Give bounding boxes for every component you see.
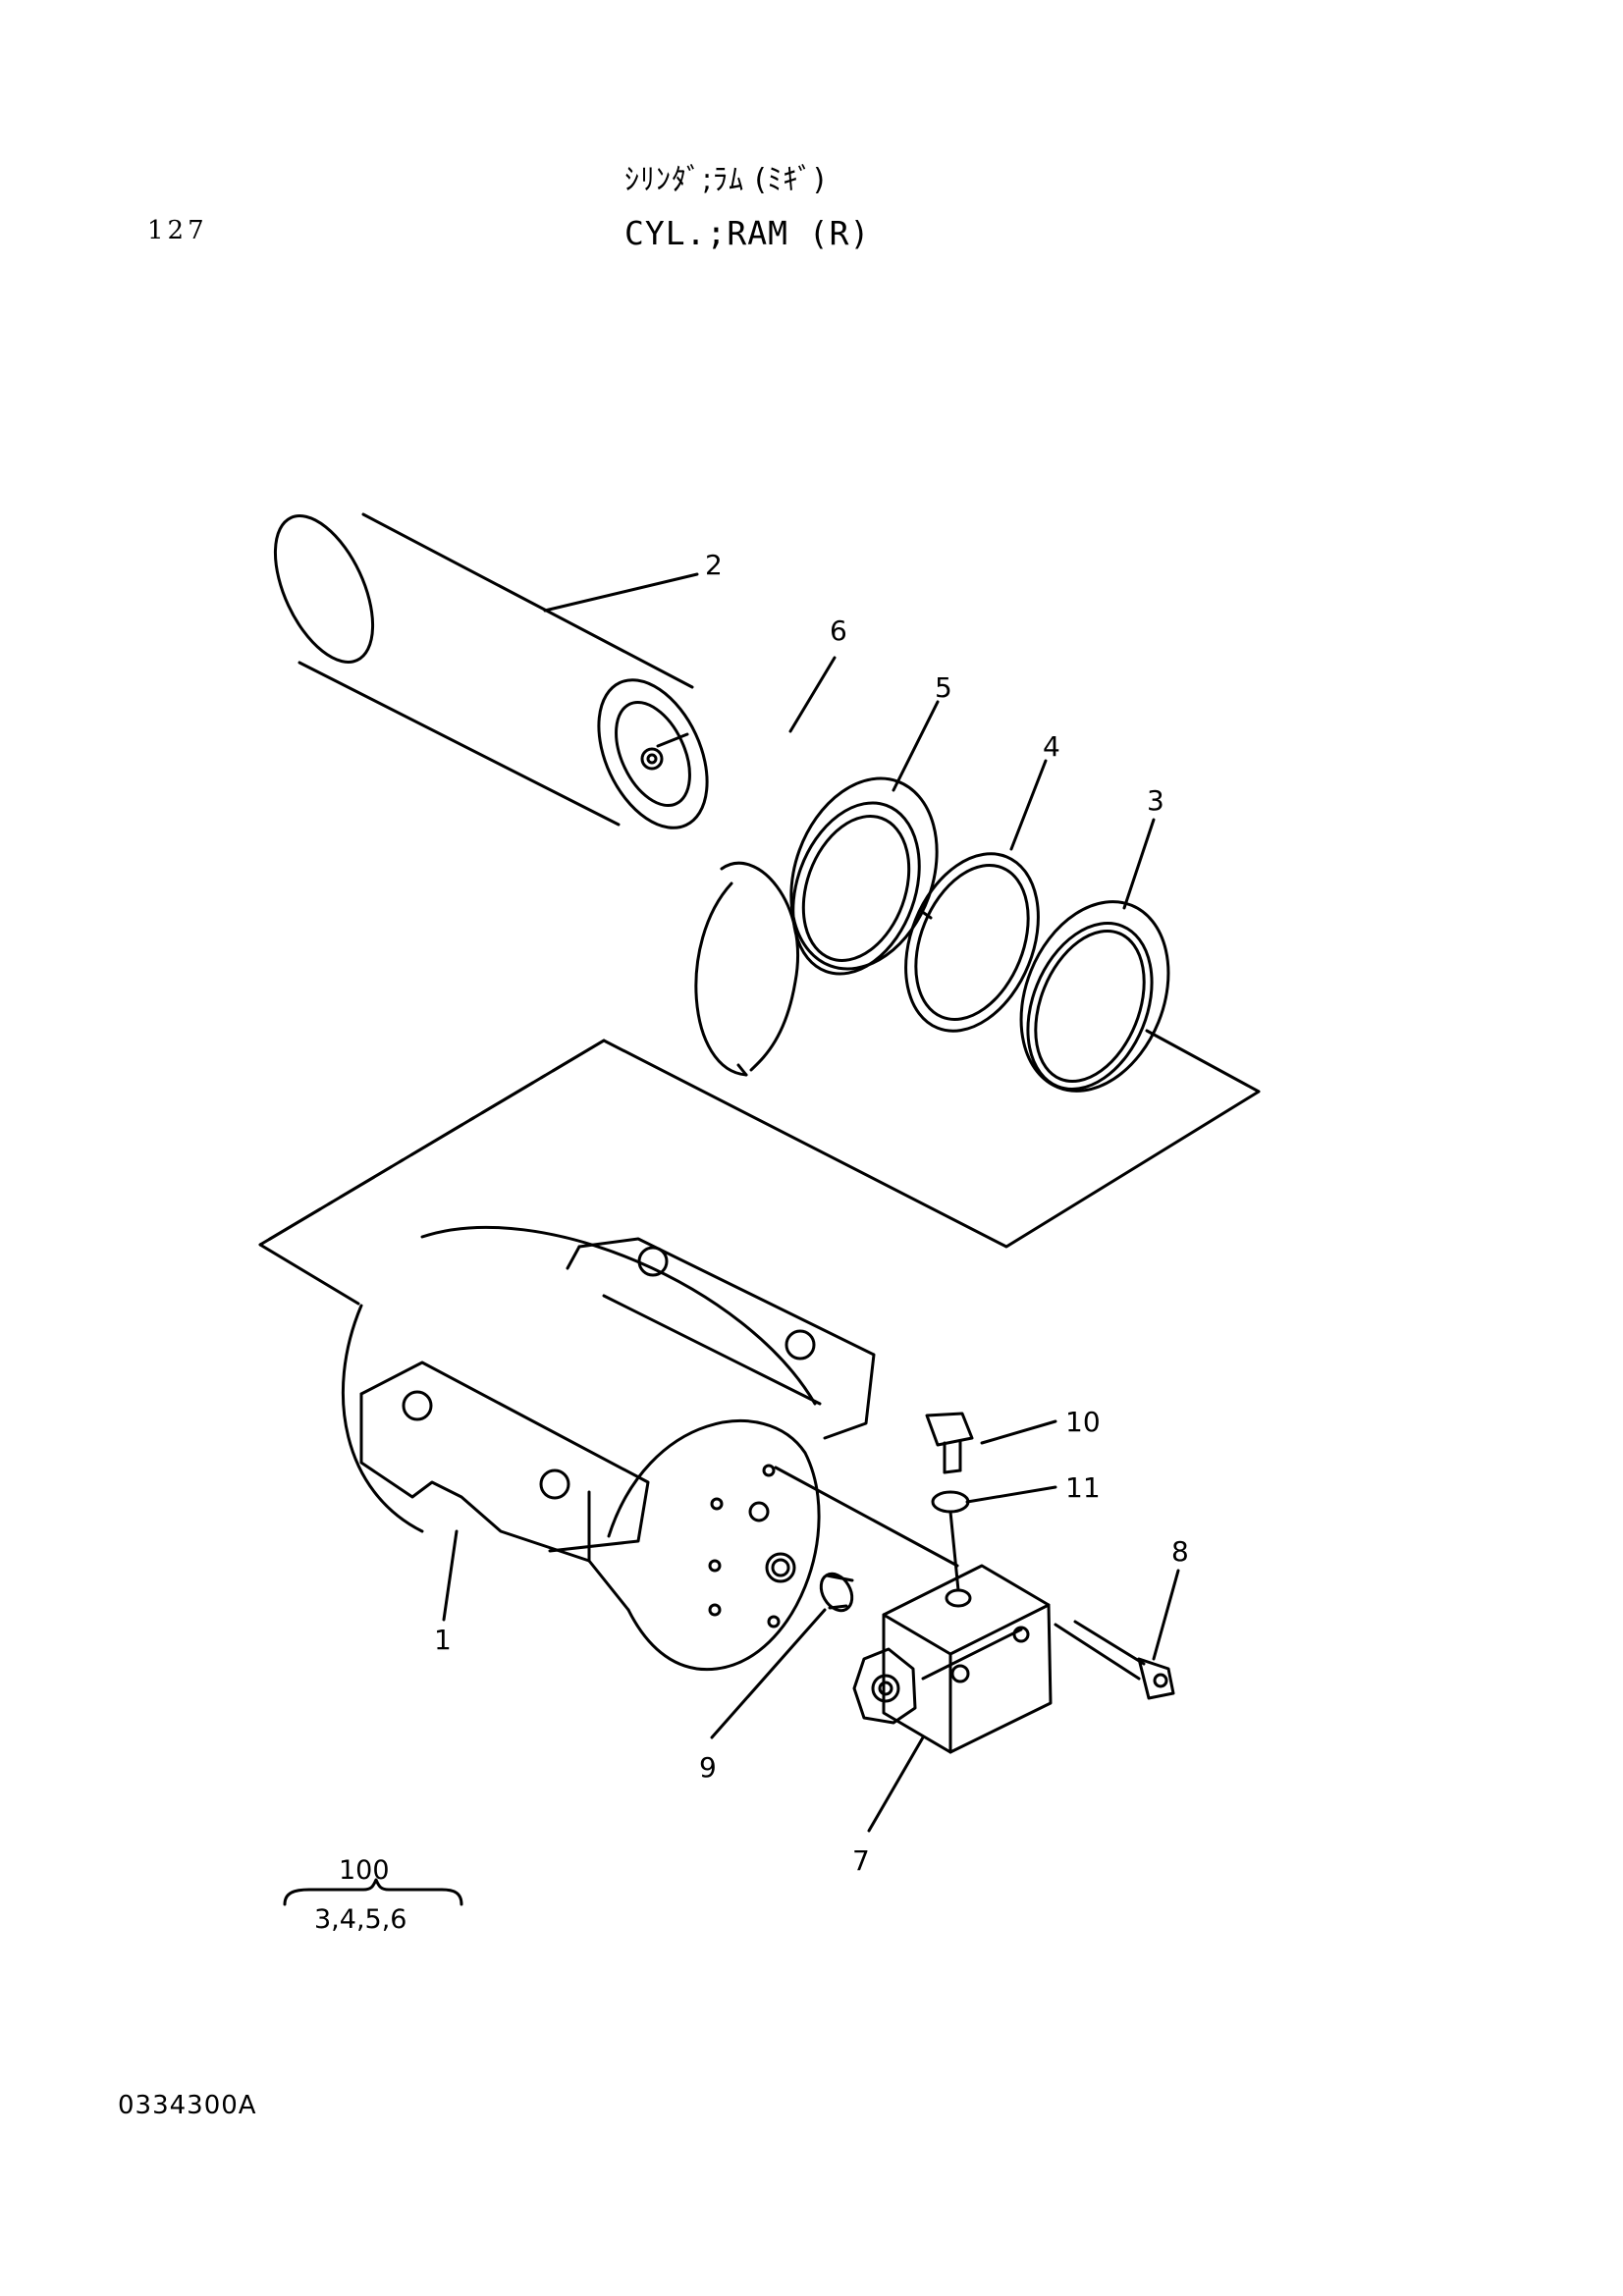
callout-3: 3 <box>1147 784 1164 817</box>
drawing-code: 0334300A <box>118 2091 257 2120</box>
part-8-bolt <box>1054 1620 1175 1700</box>
callout-5: 5 <box>935 671 952 704</box>
callout-9: 9 <box>699 1751 717 1784</box>
part-6-snap-ring <box>694 861 799 1077</box>
part-5-bushing <box>789 776 939 976</box>
part-7-valve-block <box>852 1510 1053 1754</box>
kit-brace <box>283 1878 463 1906</box>
title-japanese: ｼﾘﾝﾀﾞ;ﾗﾑ (ﾐｷﾞ) <box>624 163 827 197</box>
part-3-dust-seal <box>1019 900 1170 1093</box>
part-2-ram <box>273 512 709 829</box>
part-9-plug <box>819 1572 854 1613</box>
part-10-bolt <box>925 1412 974 1474</box>
assembly-envelope <box>258 1029 1261 1306</box>
title-english: CYL.;RAM (R) <box>624 214 871 252</box>
part-1-cylinder-body <box>341 1225 959 1672</box>
part-4-ring <box>904 852 1040 1033</box>
callout-6: 6 <box>830 614 847 647</box>
part-11-o-ring <box>931 1490 970 1514</box>
callout-4: 4 <box>1043 730 1060 763</box>
callout-8: 8 <box>1171 1535 1189 1568</box>
callout-1: 1 <box>434 1624 452 1656</box>
callout-11: 11 <box>1065 1471 1101 1504</box>
page-number: 127 <box>147 216 208 245</box>
callout-10: 10 <box>1065 1406 1101 1438</box>
callout-leaders <box>442 572 1180 1833</box>
kit-number: 100 <box>339 1855 390 1886</box>
callout-2: 2 <box>705 549 723 581</box>
callout-7: 7 <box>852 1844 870 1877</box>
kit-includes: 3,4,5,6 <box>314 1904 407 1935</box>
